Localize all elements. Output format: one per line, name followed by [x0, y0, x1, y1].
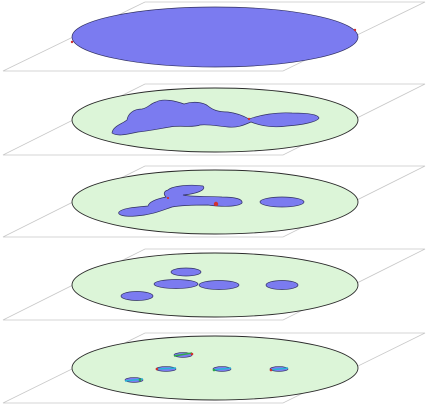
layer-5-fragment-end: [155, 367, 159, 371]
layer-4-blob: [153, 279, 199, 289]
layer-1-full-region: [71, 6, 359, 68]
layer-5-fragment: [269, 366, 289, 372]
layer-3-branched-region: [118, 184, 243, 217]
layer-2-region: [111, 99, 320, 136]
layer-3-isolated-region: [259, 196, 305, 208]
layer-1-boundary-marker: [70, 40, 74, 44]
layer-2-boundary-marker: [247, 117, 251, 121]
layer-2: [2, 83, 426, 156]
layer-5-fragment: [173, 352, 194, 358]
layer-1-boundary-marker: [353, 28, 357, 32]
layer-5-fragment: [124, 377, 144, 383]
layer-5-fragment: [212, 366, 232, 372]
layer-3-boundary-marker: [166, 196, 170, 200]
layer-5-fragment-edge: [173, 352, 193, 357]
layer-4-blob: [265, 280, 299, 290]
layer-4-blob: [170, 267, 202, 277]
layer-3-pinch-point: [213, 201, 219, 207]
layer-5-fragment-end: [190, 352, 194, 356]
layer-5-fragment-edge: [212, 367, 232, 371]
layer-4-blob: [198, 280, 240, 290]
layer-4-blob: [120, 291, 154, 301]
layer-5-fragment-end: [212, 368, 216, 372]
layer-5-fragment-end: [138, 378, 142, 382]
layer-4: [2, 248, 426, 321]
layer-1: [2, 1, 426, 72]
layer-3: [2, 165, 426, 238]
layer-5-fragment-edge: [269, 367, 289, 371]
layer-5-fragment: [155, 366, 177, 372]
layer-5-fragment-end: [269, 368, 273, 372]
layer-5: [2, 332, 426, 404]
layer-5-fragment-edge: [155, 367, 177, 370]
